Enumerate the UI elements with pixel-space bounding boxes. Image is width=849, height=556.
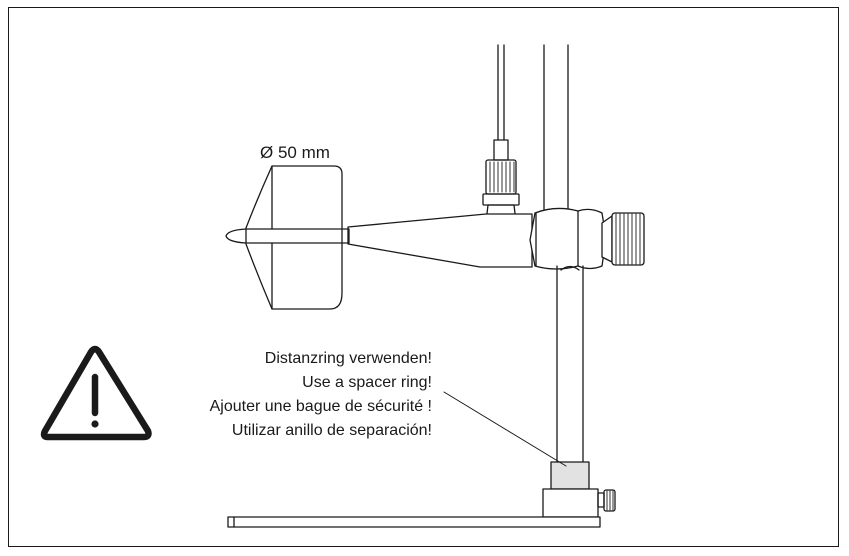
dimension-label: Ø 50 mm	[260, 143, 330, 162]
warning-triangle-icon	[40, 345, 152, 441]
rod-clamp	[529, 207, 607, 270]
warning-line-de: Distanzring verwenden!	[265, 350, 432, 367]
spacer-ring	[550, 461, 590, 490]
support-rod-upper	[543, 44, 569, 214]
base-block	[542, 488, 616, 518]
support-rod-lower	[556, 265, 584, 465]
warning-line-fr: Ajouter une bague de sécurité !	[210, 398, 432, 415]
probe-arm	[340, 213, 533, 268]
base-plate	[227, 516, 601, 528]
warning-text-block: Distanzring verwenden! Use a spacer ring…	[210, 350, 432, 439]
diagram-frame	[8, 7, 839, 547]
leader-line	[443, 391, 567, 467]
warning-line-es: Utilizar anillo de separación!	[232, 422, 432, 439]
sensor-cable	[497, 44, 505, 141]
warning-line-en: Use a spacer ring!	[302, 374, 432, 391]
cable-connector	[482, 139, 520, 223]
vane-head	[225, 165, 343, 310]
clamp-knob	[601, 212, 645, 266]
